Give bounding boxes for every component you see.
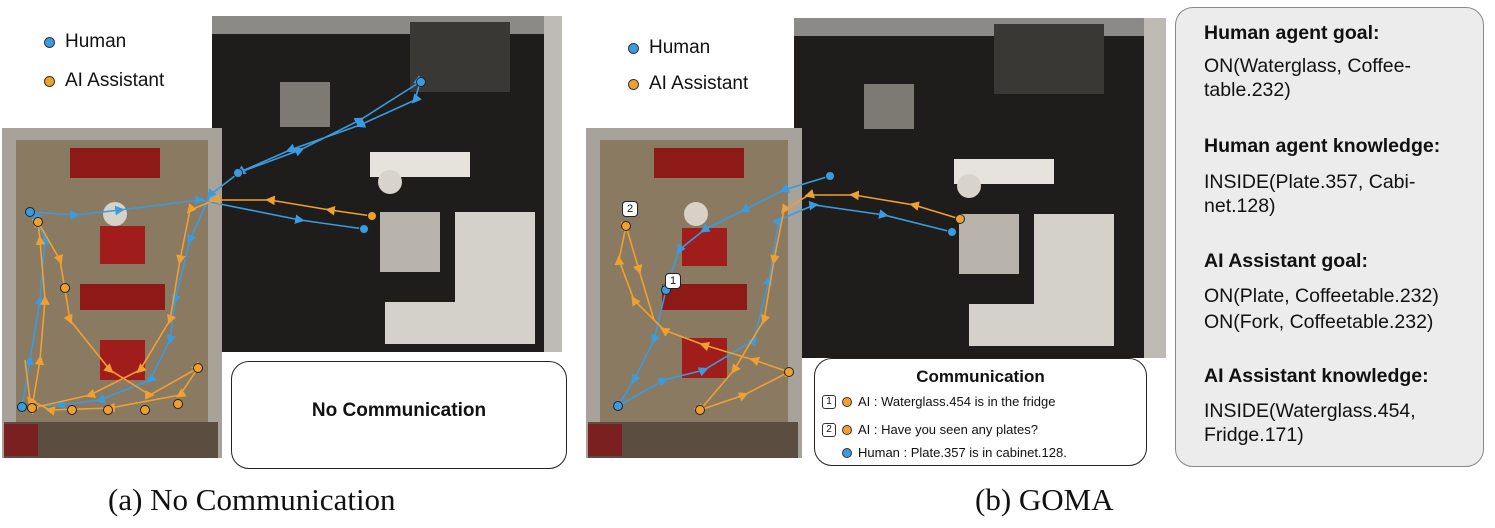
assistant-dot-icon <box>628 78 639 90</box>
message-text: Human : Plate.357 is in cabinet.128. <box>858 445 1067 460</box>
assistant-dot-icon <box>842 424 852 435</box>
communication-title: Communication <box>916 367 1045 386</box>
legend-human-label: Human <box>65 31 127 52</box>
caption-a: (a) No Communication <box>108 482 396 517</box>
ai-goal-heading: AI Assistant goal: <box>1204 250 1368 272</box>
message-3: Human : Plate.357 is in cabinet.128. <box>842 445 1067 460</box>
assistant-dot-icon <box>44 75 55 87</box>
message-text: AI : Have you seen any plates? <box>858 422 1038 437</box>
message-number: 2 <box>822 422 836 437</box>
human-goal-heading: Human agent goal: <box>1204 22 1380 44</box>
legend-assistant-label: AI Assistant <box>649 73 749 94</box>
message-text: AI : Waterglass.454 is in the fridge <box>858 394 1056 409</box>
ai-goal-text-1: ON(Plate, Coffeetable.232) <box>1204 285 1439 307</box>
legend-assistant-label: AI Assistant <box>65 70 165 91</box>
agent-info-panel: Human agent goal: ON(Waterglass, Coffee-… <box>1175 7 1484 467</box>
legend-assistant-a: AI Assistant <box>44 70 164 92</box>
no-communication-title: No Communication <box>311 400 487 421</box>
ai-knowledge-heading: AI Assistant knowledge: <box>1204 365 1429 387</box>
step-marker-2: 2 <box>622 201 638 217</box>
legend-human-b: Human <box>628 37 710 59</box>
assistant-dot-icon <box>842 396 852 407</box>
human-dot-icon <box>842 447 852 458</box>
human-knowledge-text: INSIDE(Plate.357, Cabi-net.128) <box>1204 171 1416 217</box>
legend-assistant-b: AI Assistant <box>628 73 748 95</box>
human-dot-icon <box>628 42 639 54</box>
message-number: 1 <box>822 394 836 409</box>
human-goal-text: ON(Waterglass, Coffee-table.232) <box>1204 55 1411 101</box>
legend-human-label: Human <box>649 37 711 58</box>
step-marker-1: 1 <box>665 273 681 289</box>
caption-b: (b) GOMA <box>975 482 1114 517</box>
legend-human-a: Human <box>44 31 126 53</box>
message-1: 1 AI : Waterglass.454 is in the fridge <box>822 394 1056 409</box>
message-2: 2 AI : Have you seen any plates? <box>822 422 1038 437</box>
communication-box: Communication 1 AI : Waterglass.454 is i… <box>814 358 1147 466</box>
human-knowledge-heading: Human agent knowledge: <box>1204 135 1441 157</box>
no-communication-box: No Communication <box>231 361 567 469</box>
ai-goal-text-2: ON(Fork, Coffeetable.232) <box>1204 311 1434 333</box>
ai-knowledge-text: INSIDE(Waterglass.454, Fridge.171) <box>1204 400 1416 446</box>
human-dot-icon <box>44 36 55 48</box>
path-human-a <box>17 75 426 416</box>
